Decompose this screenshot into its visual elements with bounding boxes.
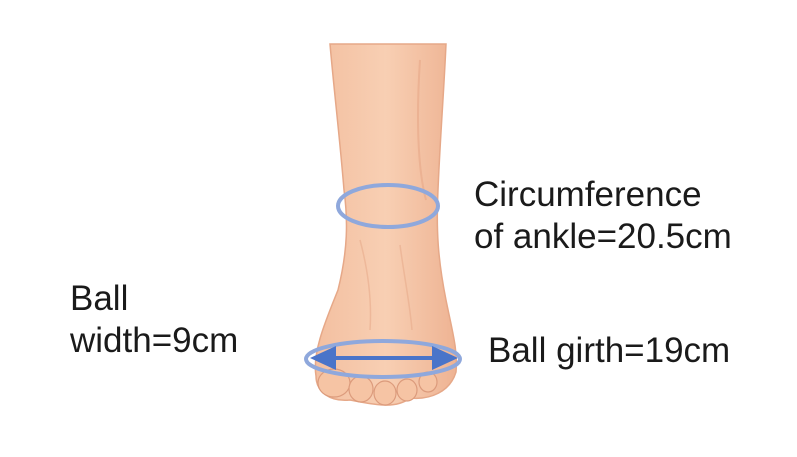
toe-4	[396, 378, 418, 402]
ball-width-line-1: Ball	[70, 279, 129, 318]
foot-shading	[359, 239, 372, 331]
ball-girth-label: Ball girth=19cm	[488, 331, 731, 370]
ball-girth-ring	[304, 339, 462, 379]
toe-3	[373, 380, 397, 406]
ankle-label-line-1: Circumference	[474, 175, 702, 214]
foot-shading-2	[399, 244, 413, 331]
arrowhead-right	[432, 346, 458, 370]
ankle-circumference-ring	[336, 183, 440, 229]
ankle-circumference-label: Circumference of ankle=20.5cm	[474, 174, 732, 258]
arrowhead-left	[310, 346, 336, 370]
toe-2	[348, 375, 374, 403]
ankle-label-line-2: of ankle=20.5cm	[474, 217, 732, 256]
ball-width-line-2: width=9cm	[70, 321, 239, 360]
ball-width-arrow	[310, 346, 458, 370]
ball-width-label: Ball width=9cm	[70, 278, 238, 362]
